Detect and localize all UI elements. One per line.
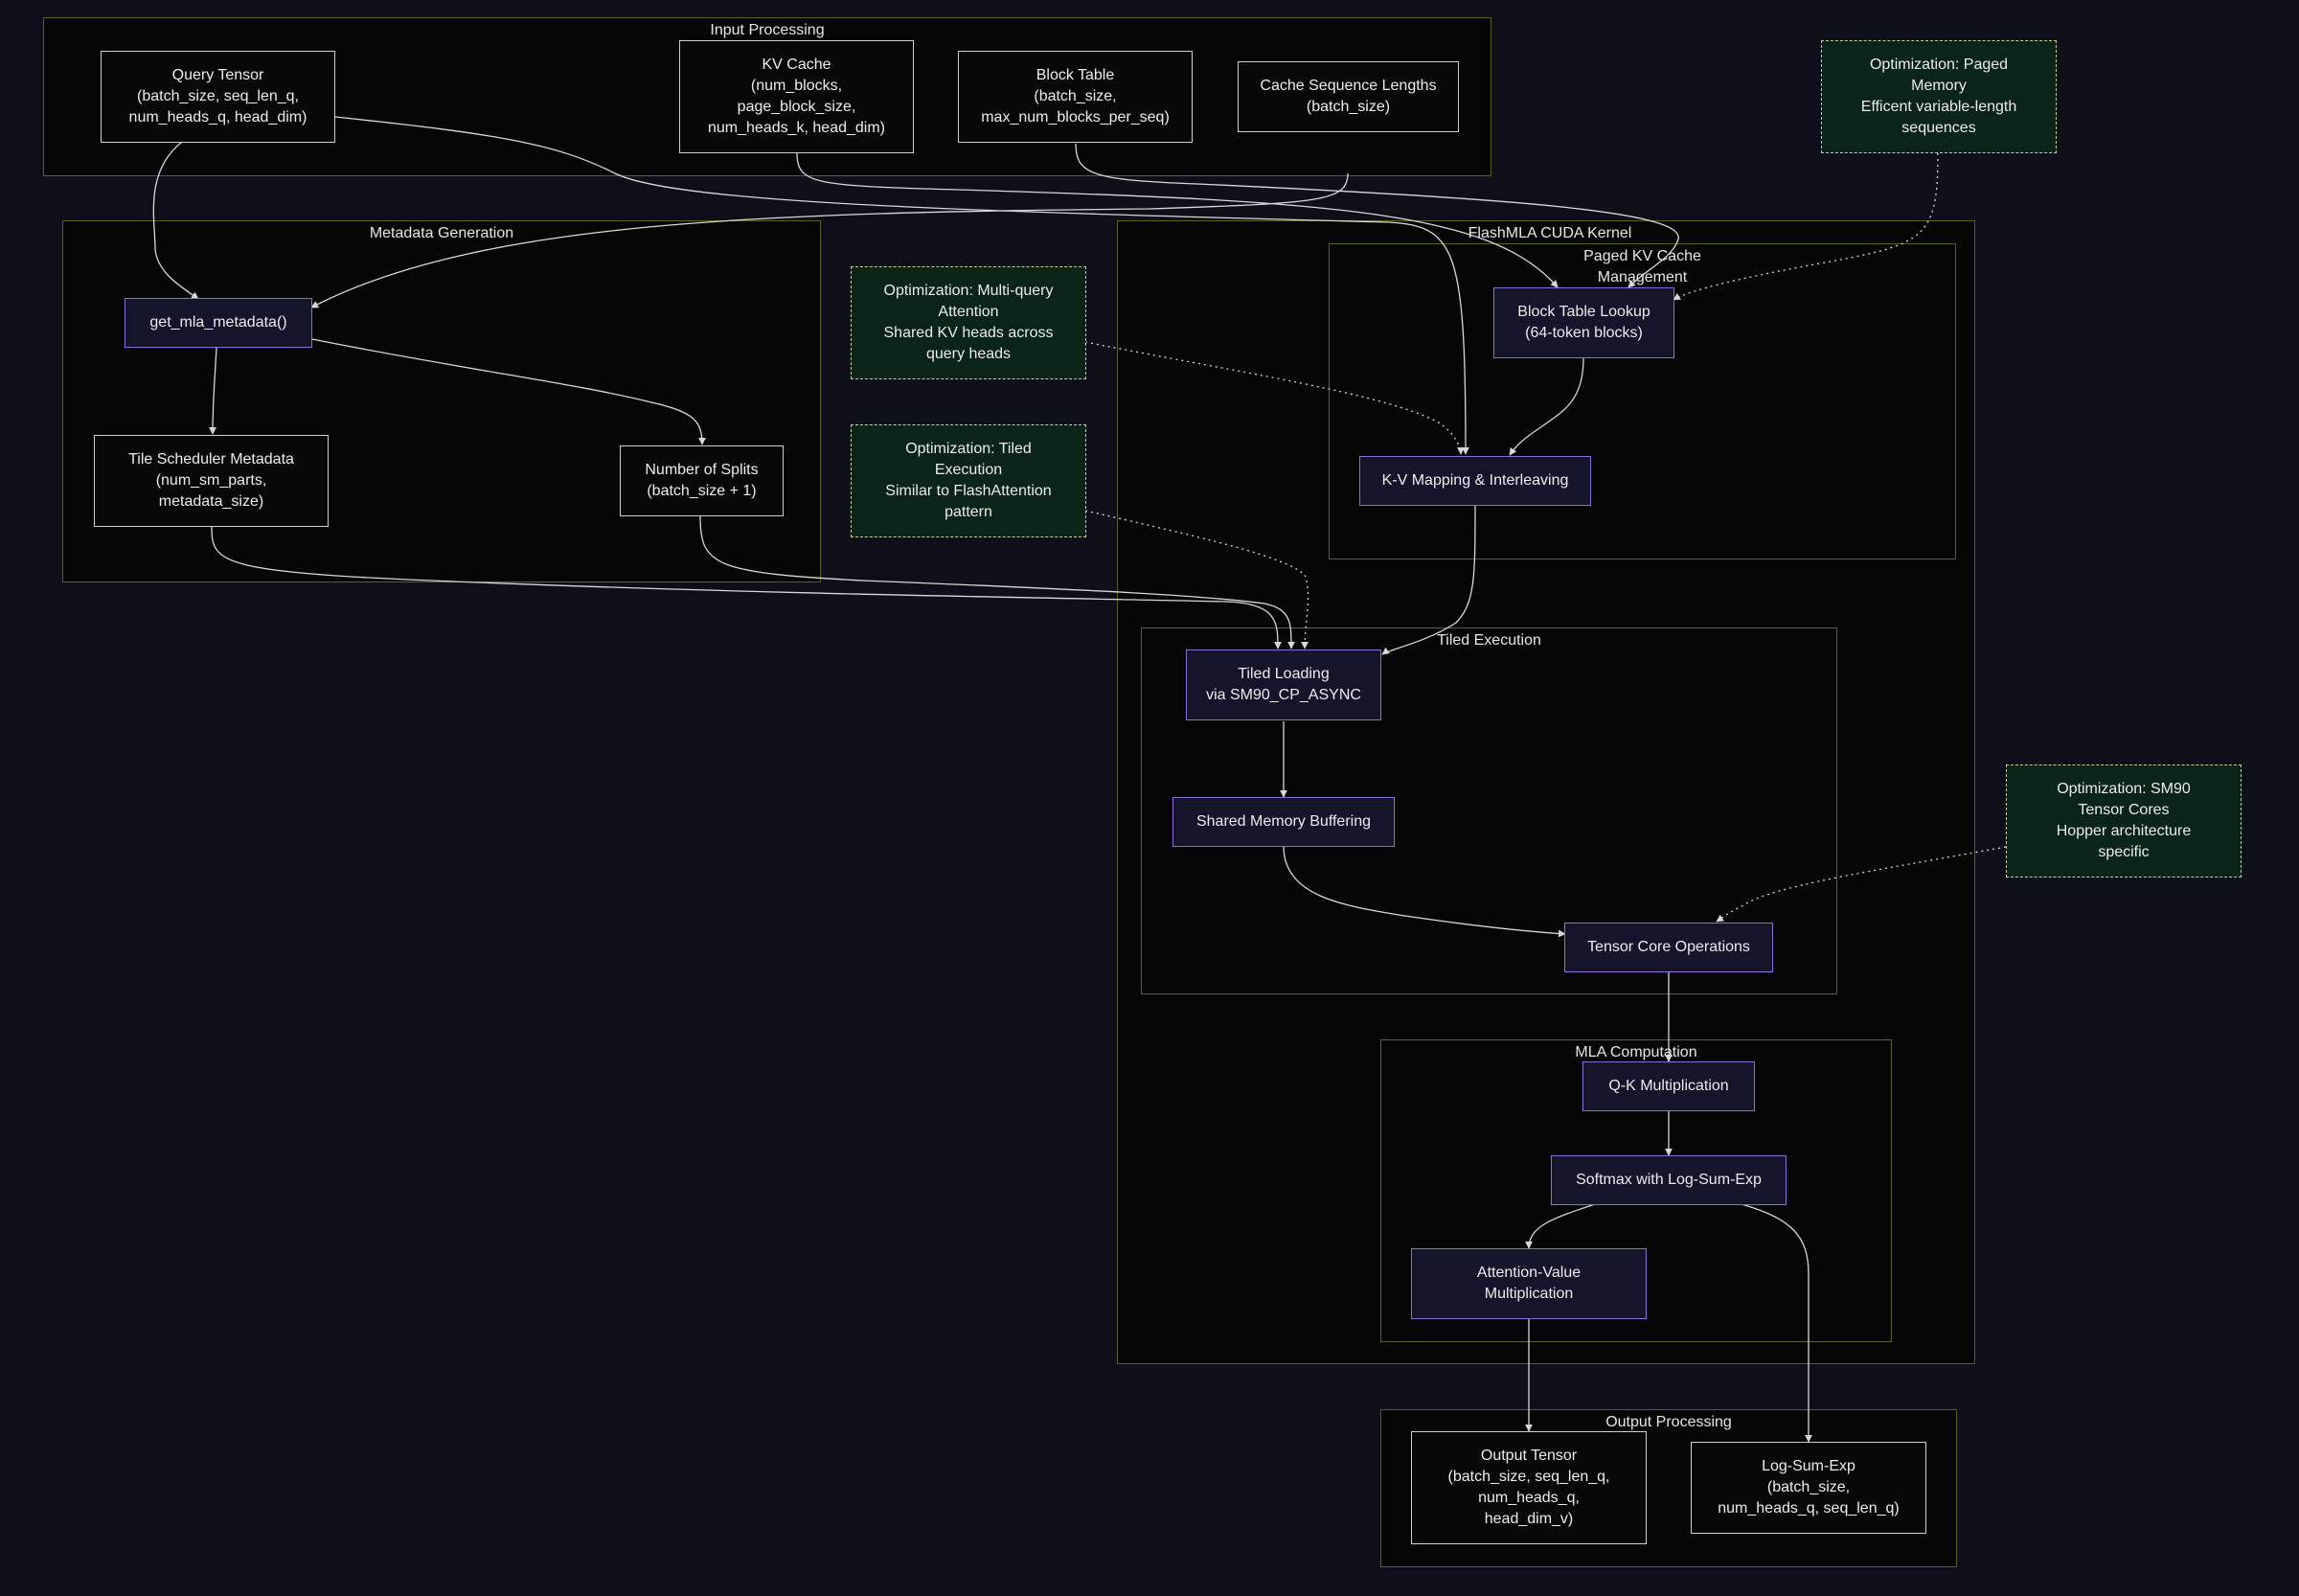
kv-mapping-node: K-V Mapping & Interleaving <box>1359 456 1591 506</box>
edge-query-to-metadata <box>152 141 199 300</box>
shared-memory-buffering-label: Shared Memory Buffering <box>1195 813 1371 830</box>
log-sum-exp-label: Log-Sum-Exp (batch_size, num_heads_q, se… <box>1718 1458 1900 1516</box>
optimization-multi-query-note: Optimization: Multi-query Attention Shar… <box>851 266 1086 379</box>
softmax-lse-label: Softmax with Log-Sum-Exp <box>1576 1172 1762 1188</box>
cache-sequence-lengths-label: Cache Sequence Lengths (batch_size) <box>1260 78 1437 115</box>
edge-kv-cache-to-lookup <box>796 152 1559 288</box>
optimization-sm90-tensor-cores-note: Optimization: SM90 Tensor Cores Hopper a… <box>2006 764 2242 878</box>
edge-opt-multi-query-to-kv-mapping <box>1084 341 1465 455</box>
optimization-tiled-execution-label: Optimization: Tiled Execution Similar to… <box>885 441 1052 520</box>
edge-cache-lengths-to-metadata <box>310 172 1349 308</box>
tensor-core-operations-node: Tensor Core Operations <box>1564 923 1773 972</box>
attention-value-multiplication-node: Attention-Value Multiplication <box>1411 1248 1647 1319</box>
tensor-core-operations-label: Tensor Core Operations <box>1587 939 1750 955</box>
cache-sequence-lengths-node: Cache Sequence Lengths (batch_size) <box>1238 61 1459 132</box>
get-mla-metadata-label: get_mla_metadata() <box>149 314 287 331</box>
output-tensor-label: Output Tensor (batch_size, seq_len_q, nu… <box>1447 1448 1610 1527</box>
edge-metadata-to-tile-scheduler <box>209 347 217 435</box>
edge-metadata-to-splits <box>311 338 706 445</box>
edge-tile-scheduler-to-tiled-loading <box>211 526 1282 650</box>
qk-multiplication-node: Q-K Multiplication <box>1582 1061 1755 1111</box>
edge-kv-mapping-to-tiled-loading <box>1381 505 1476 655</box>
edge-softmax-to-lse <box>1741 1203 1812 1443</box>
kv-cache-label: KV Cache (num_blocks, page_block_size, n… <box>707 57 885 136</box>
query-tensor-node: Query Tensor (batch_size, seq_len_q, num… <box>101 51 335 143</box>
optimization-tiled-execution-note: Optimization: Tiled Execution Similar to… <box>851 424 1086 537</box>
kv-mapping-label: K-V Mapping & Interleaving <box>1381 472 1569 489</box>
number-of-splits-node: Number of Splits (batch_size + 1) <box>620 445 784 516</box>
optimization-multi-query-label: Optimization: Multi-query Attention Shar… <box>883 283 1054 362</box>
edge-opt-paged-to-lookup <box>1673 152 1939 301</box>
edge-shared-memory-to-tensor-core <box>1283 845 1566 938</box>
softmax-lse-node: Softmax with Log-Sum-Exp <box>1551 1155 1787 1205</box>
shared-memory-buffering-node: Shared Memory Buffering <box>1172 797 1395 847</box>
tile-scheduler-metadata-node: Tile Scheduler Metadata (num_sm_parts, m… <box>94 435 329 527</box>
query-tensor-label: Query Tensor (batch_size, seq_len_q, num… <box>128 67 307 125</box>
tiled-loading-label: Tiled Loading via SM90_CP_ASYNC <box>1206 666 1361 703</box>
get-mla-metadata-node: get_mla_metadata() <box>125 298 312 348</box>
qk-multiplication-label: Q-K Multiplication <box>1608 1078 1729 1094</box>
log-sum-exp-node: Log-Sum-Exp (batch_size, num_heads_q, se… <box>1691 1442 1926 1534</box>
tile-scheduler-metadata-label: Tile Scheduler Metadata (num_sm_parts, m… <box>128 451 294 510</box>
edge-lookup-to-kv-mapping <box>1509 357 1584 456</box>
edge-opt-tiled-to-tiled-loading <box>1084 510 1309 650</box>
edge-query-to-kv-mapping <box>334 116 1469 455</box>
optimization-paged-memory-label: Optimization: Paged Memory Efficent vari… <box>1860 57 2017 136</box>
attention-value-multiplication-label: Attention-Value Multiplication <box>1476 1265 1582 1302</box>
number-of-splits-label: Number of Splits (batch_size + 1) <box>645 462 759 499</box>
block-table-lookup-label: Block Table Lookup (64-token blocks) <box>1517 304 1650 341</box>
block-table-lookup-node: Block Table Lookup (64-token blocks) <box>1493 287 1674 358</box>
output-tensor-node: Output Tensor (batch_size, seq_len_q, nu… <box>1411 1431 1647 1544</box>
edge-block-table-to-lookup <box>1075 143 1679 288</box>
optimization-sm90-tensor-cores-label: Optimization: SM90 Tensor Cores Hopper a… <box>2056 781 2192 860</box>
tiled-loading-node: Tiled Loading via SM90_CP_ASYNC <box>1186 650 1381 720</box>
edge-softmax-to-attention-value <box>1525 1203 1596 1249</box>
block-table-node: Block Table (batch_size, max_num_blocks_… <box>958 51 1193 143</box>
block-table-label: Block Table (batch_size, max_num_blocks_… <box>981 67 1170 125</box>
optimization-paged-memory-note: Optimization: Paged Memory Efficent vari… <box>1821 40 2057 153</box>
edge-opt-sm90-to-tensor-core <box>1716 846 2007 923</box>
kv-cache-node: KV Cache (num_blocks, page_block_size, n… <box>679 40 914 153</box>
edge-splits-to-tiled-loading <box>699 515 1295 650</box>
